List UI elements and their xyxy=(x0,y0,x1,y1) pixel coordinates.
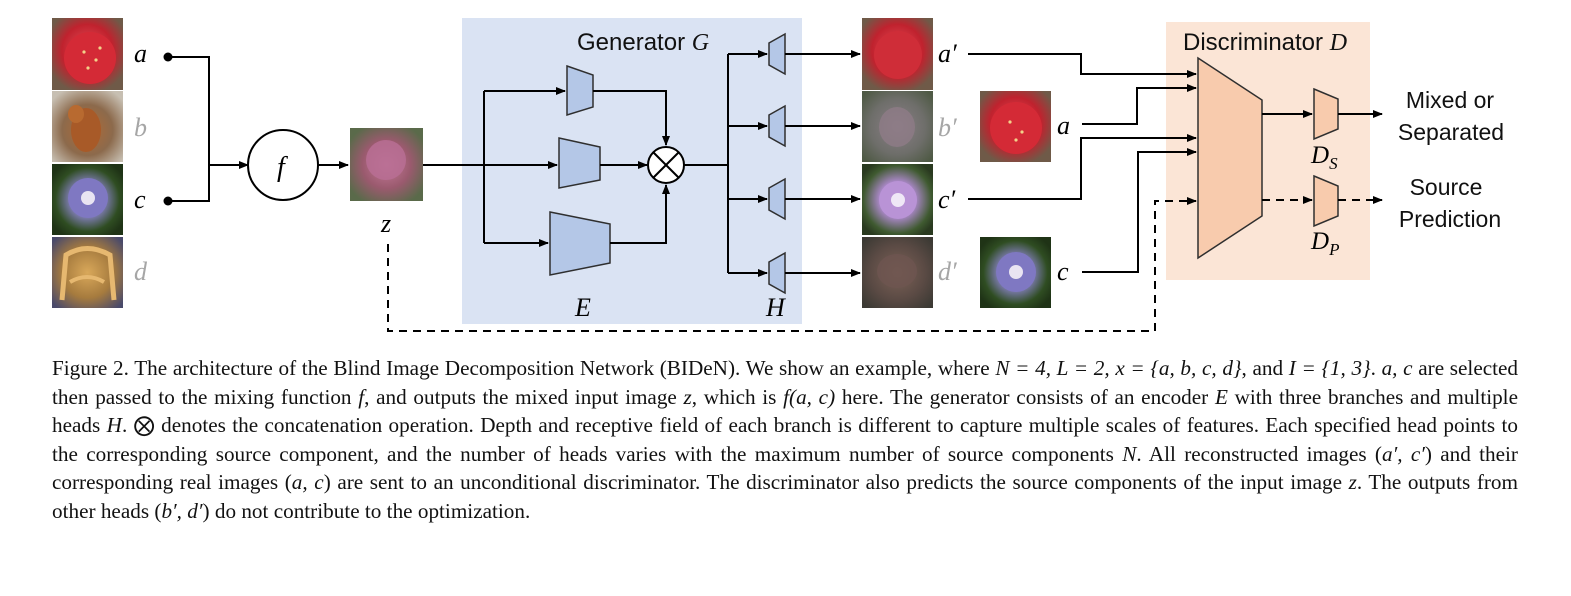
label-H: H xyxy=(765,293,786,322)
generator-title: Generator G xyxy=(577,29,709,56)
label-c-real: c xyxy=(1057,257,1069,286)
generator-panel xyxy=(462,18,802,324)
encoder-branch-medium xyxy=(558,137,601,189)
input-image-a xyxy=(52,18,123,90)
label-a: a xyxy=(134,39,147,68)
caption-part-25: b′, d′ xyxy=(161,498,203,523)
head-1 xyxy=(768,32,786,76)
caption-part-17: N xyxy=(1122,441,1137,466)
caption-part-9: z xyxy=(683,384,692,409)
reconstructed-image-b-prime xyxy=(862,91,933,162)
discriminator-symbol: D xyxy=(1329,30,1347,56)
mixed-image-z xyxy=(350,128,423,201)
head-3 xyxy=(768,177,786,221)
caption-part-26: ) do not contribute to the optimization. xyxy=(202,498,531,523)
concatenation-operator xyxy=(647,146,685,184)
label-b-prime: b′ xyxy=(938,113,957,142)
caption-part-24: . The outputs from other heads ( xyxy=(52,470,1519,523)
generator-symbol: G xyxy=(692,30,709,56)
merge-line xyxy=(168,56,210,202)
c-real-to-discriminator xyxy=(1082,148,1197,273)
caption-part-19: a′, c′ xyxy=(1382,441,1425,466)
caption-part-11: f(a, c) xyxy=(783,384,836,409)
caption-part-0: Figure 2. The architecture of the Blind … xyxy=(52,356,996,380)
caption-part-20: ) and their corresponding real images ( xyxy=(52,441,1518,495)
caption-part-7: f xyxy=(358,384,365,409)
caption-part-8: , and outputs the mixed input image xyxy=(364,384,684,409)
caption-part-22: ) are sent to an unconditional discrimin… xyxy=(323,470,1349,494)
branch-1-to-concat xyxy=(593,90,670,146)
head-2 xyxy=(768,104,786,148)
label-DS-sub: S xyxy=(1329,154,1338,173)
caption-part-12: here. The generator consists of an encod… xyxy=(835,384,1215,409)
c-prime-to-discriminator xyxy=(968,134,1197,200)
output-source-line2: Prediction xyxy=(1399,206,1501,232)
encoder-branch-small xyxy=(566,64,594,117)
label-d: d xyxy=(134,257,148,286)
a-prime-to-discriminator xyxy=(968,53,1197,78)
caption-part-13: E xyxy=(1214,384,1228,409)
caption-part-23: z xyxy=(1348,470,1357,494)
input-image-d xyxy=(52,237,123,308)
label-f: f xyxy=(277,152,288,183)
caption-part-1: N = 4, L = 2, x = {a, b, c, d} xyxy=(995,356,1242,380)
caption-part-10: , which is xyxy=(691,384,784,409)
discriminator-head-DS xyxy=(1313,87,1339,141)
caption-part-18: . All reconstructed images ( xyxy=(1136,441,1382,466)
output-mixed-line2: Separated xyxy=(1398,119,1504,145)
real-image-a xyxy=(980,91,1051,162)
a-real-to-discriminator xyxy=(1082,84,1197,125)
caption-part-21: a, c xyxy=(291,470,324,494)
encoder-branch-large xyxy=(549,211,611,276)
bideN-architecture-diagram: a b c d f z Ge xyxy=(52,18,1504,332)
real-image-c xyxy=(980,237,1051,308)
discriminator-head-DP xyxy=(1313,174,1339,228)
caption-part-2: , and xyxy=(1241,356,1289,380)
head-4 xyxy=(768,251,786,295)
label-c: c xyxy=(134,185,146,214)
caption-part-4: . xyxy=(1370,356,1382,380)
output-source-line1: Source xyxy=(1410,174,1483,200)
label-a-real: a xyxy=(1057,111,1070,140)
caption-part-14: with three branches and multiple heads xyxy=(52,384,1518,438)
caption-part-16: . ⨂ denotes the concatenation operation.… xyxy=(52,413,1519,466)
caption-part-3: I = {1, 3} xyxy=(1288,356,1371,380)
figure-caption: Figure 2. The architecture of the Blind … xyxy=(52,354,1518,525)
branch-3-to-concat xyxy=(610,184,670,244)
label-b: b xyxy=(134,113,147,142)
label-a-prime: a′ xyxy=(938,39,957,68)
label-DP: DP xyxy=(1310,228,1339,259)
z-source-dashed-path xyxy=(387,197,1197,332)
input-image-c xyxy=(52,164,123,235)
reconstructed-image-d-prime xyxy=(862,237,933,308)
reconstructed-image-c-prime xyxy=(862,164,933,235)
label-DS: DS xyxy=(1310,142,1338,173)
label-DP-sub: P xyxy=(1328,240,1339,259)
label-z: z xyxy=(380,209,391,238)
discriminator-main xyxy=(1197,56,1263,260)
caption-part-6: are selected then passed to the mixing f… xyxy=(52,356,1519,409)
label-E: E xyxy=(574,293,591,322)
caption-part-5: a, c xyxy=(1381,356,1413,380)
reconstructed-image-a-prime xyxy=(862,18,933,90)
output-mixed-line1: Mixed or xyxy=(1406,87,1495,113)
input-image-b xyxy=(52,91,123,162)
caption-part-15: H xyxy=(106,413,122,437)
discriminator-title: Discriminator D xyxy=(1183,29,1347,56)
label-d-prime: d′ xyxy=(938,257,957,286)
label-c-prime: c′ xyxy=(938,185,956,214)
